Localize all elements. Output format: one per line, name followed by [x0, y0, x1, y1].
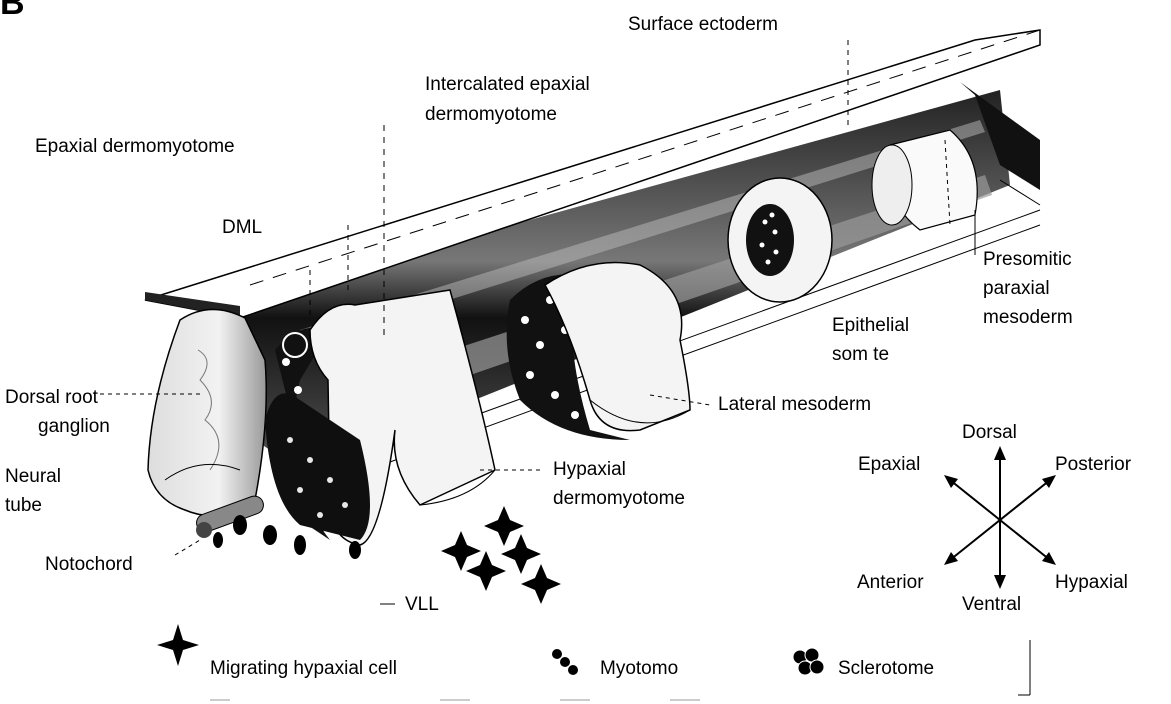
label-presomitic-3: mesoderm [983, 307, 1073, 328]
compass-posterior: Posterior [1055, 454, 1132, 475]
legend-label-myotome: Myotomo [600, 658, 678, 679]
neural-tube [148, 309, 266, 515]
compass-anterior: Anterior [857, 572, 924, 593]
label-presomitic-1: Presomitic [983, 249, 1072, 270]
sclerotome-icon [793, 648, 824, 675]
panel-letter: B [0, 0, 25, 22]
label-surface-ectoderm: Surface ectoderm [628, 14, 778, 35]
label-neural-tube-2: tube [5, 495, 42, 516]
compass-hypaxial: Hypaxial [1055, 572, 1128, 593]
label-notochord: Notochord [45, 554, 133, 575]
label-vll: VLL [405, 594, 439, 615]
label-neural-tube-1: Neural [5, 466, 61, 487]
compass-epaxial: Epaxial [858, 454, 920, 475]
myotome-icon [552, 649, 578, 675]
legend-label-sclerotome: Sclerotome [838, 658, 934, 679]
migrating-cells [441, 506, 561, 604]
label-dml: DML [222, 217, 262, 238]
label-epaxial-dermomyotome: Epaxial dermomyotome [35, 136, 235, 157]
label-lateral-mesoderm: Lateral mesoderm [718, 394, 871, 415]
label-hypaxial-1: Hypaxial [553, 459, 626, 480]
legend: Migrating hypaxial cell Myotomo Scleroto… [157, 624, 1030, 700]
legend-label-migrating: Migrating hypaxial cell [210, 658, 397, 679]
label-intercalated-2: dermomyotome [425, 104, 557, 125]
label-epithelial-2: som te [832, 344, 889, 365]
compass-dorsal: Dorsal [962, 422, 1017, 443]
somite-mid [507, 263, 690, 441]
label-dorsal-root-1: Dorsal root [5, 387, 99, 408]
star-icon [157, 624, 199, 666]
label-hypaxial-2: dermomyotome [553, 488, 685, 509]
compass-ventral: Ventral [962, 594, 1021, 615]
label-intercalated-1: Intercalated epaxial [425, 74, 590, 95]
epithelial-somite [728, 178, 832, 302]
orientation-compass: Dorsal Ventral Epaxial Posterior Anterio… [857, 422, 1132, 615]
label-dorsal-root-2: ganglion [38, 416, 110, 437]
label-presomitic-2: paraxial [983, 278, 1050, 299]
label-epithelial-1: Epithelial [832, 315, 909, 336]
